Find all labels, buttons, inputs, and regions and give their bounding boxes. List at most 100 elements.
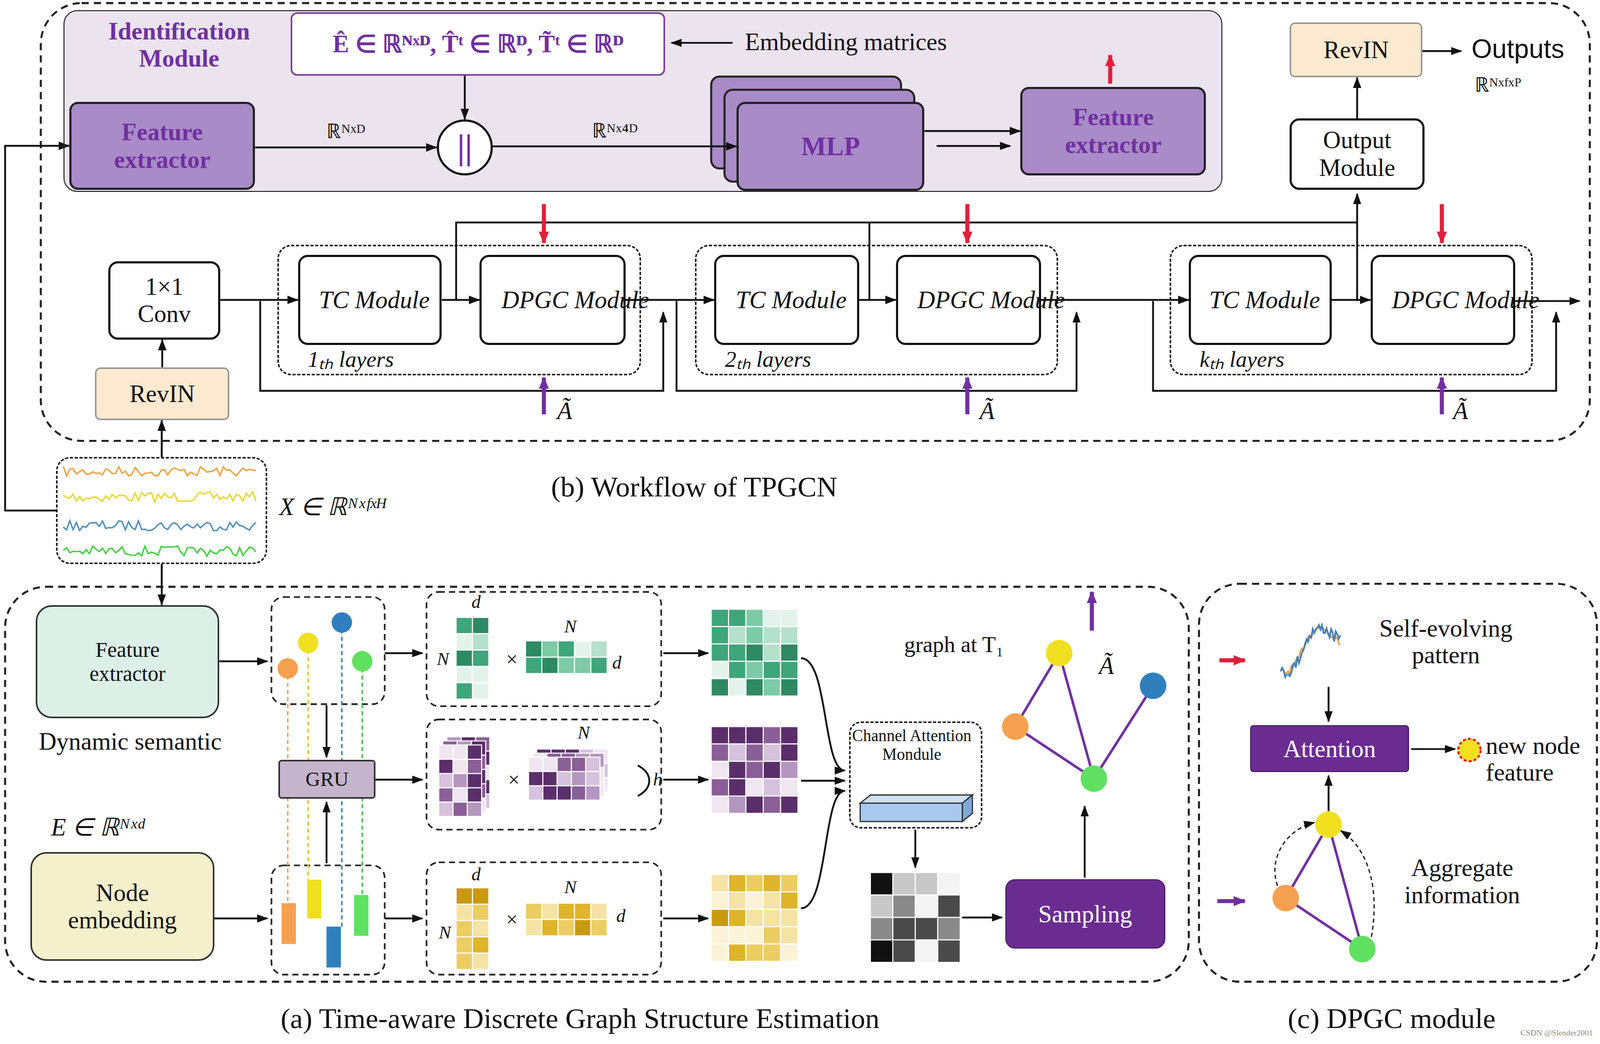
matrix-cell (728, 609, 747, 628)
node-label: 1×1 Conv (123, 273, 206, 328)
caption: (b) Workflow of TPGCN (550, 471, 838, 503)
dashed-frame (426, 719, 662, 830)
matrix-cell (558, 919, 575, 936)
matrix-cell (585, 771, 600, 787)
matrix-cell (590, 919, 608, 936)
matrix-cell (870, 872, 893, 895)
matrix-cell (571, 771, 586, 787)
flow-connector (5, 146, 70, 511)
signal-trace (63, 521, 256, 532)
matrix-cell (780, 744, 799, 762)
matrix-cell (780, 909, 799, 927)
graph-node (1272, 884, 1300, 912)
node-label: Feature extractor (61, 637, 195, 686)
matrix-cell (780, 796, 799, 814)
embedding-box: Ê ∈ ℝᴺˣᴰ, T̂ᵗ ∈ ℝᴰ, T̃ᵗ ∈ ℝᴰ (290, 12, 666, 76)
graph-edge (1093, 685, 1154, 779)
matrix-cell (763, 644, 781, 662)
matrix-cell (763, 626, 781, 645)
matrix-cell (467, 759, 482, 774)
matrix-cell (571, 757, 586, 772)
matrix-cell (711, 726, 730, 745)
norm-box: RevIN (94, 367, 230, 421)
dimension-label: N (564, 877, 577, 898)
graph-node (1080, 765, 1108, 792)
matrix-cell (728, 874, 747, 893)
matrix-cell (728, 778, 747, 797)
node-label: kₜₕ layers (1199, 346, 1285, 372)
node-label: 1ₜₕ layers (307, 346, 394, 372)
matrix-cell (780, 874, 799, 893)
dimension-label: h (652, 769, 662, 790)
dimension-label: d (471, 592, 481, 613)
matrix-cell (728, 926, 747, 945)
flow-arrow (1356, 194, 1358, 302)
process-box: DPGC Module (896, 254, 1042, 345)
flow-arrow (868, 222, 870, 300)
matrix-cell (915, 872, 938, 895)
flow-connector (160, 564, 163, 606)
math-label: Ã (557, 397, 573, 426)
process-box: TC Module (298, 254, 443, 345)
matrix-cell (557, 757, 572, 772)
matrix-cell (525, 641, 542, 658)
flow-connector (254, 146, 437, 149)
flow-arrow (1327, 776, 1330, 812)
matrix-cell (456, 953, 473, 971)
panel-outline (5, 587, 1189, 983)
matrix-cell (438, 788, 454, 803)
flow-arrow (801, 658, 845, 772)
matrix-cell (780, 761, 799, 780)
matrix-cell (728, 678, 747, 697)
matrix-cell (472, 617, 490, 635)
embedding-bar (354, 895, 369, 937)
pattern-trace (1280, 628, 1341, 675)
node-label: X ∈ ℝᴺˣᶠˣᴴ (278, 493, 385, 521)
matrix-cell (763, 726, 781, 745)
matrix-cell (780, 778, 799, 797)
operator-symbol: × (506, 908, 518, 931)
matrix-cell (574, 657, 591, 675)
node-label: Output Module (1300, 126, 1413, 182)
norm-box: RevIN (1289, 22, 1423, 78)
dashed-frame (271, 592, 662, 975)
matrix-cell (542, 771, 558, 787)
generated-figure (63, 466, 1341, 971)
matrix-cell (728, 909, 747, 927)
red-arrow (1440, 204, 1445, 244)
matrix-cell (892, 895, 916, 918)
process-box: Feature extractor (1020, 86, 1206, 176)
flow-arrow (325, 705, 328, 758)
math-label: Ã (1099, 652, 1115, 680)
matrix-cell (728, 626, 747, 645)
matrix-cell (937, 895, 960, 918)
matrix-cell (472, 634, 490, 651)
matrix-cell (728, 944, 747, 962)
process-box: GRU (278, 760, 376, 799)
process-box: Sampling (1005, 879, 1166, 949)
operator-symbol: × (506, 648, 518, 671)
flow-arrow (801, 790, 845, 909)
matrix-cell (915, 940, 938, 963)
matrix-cell (590, 641, 608, 658)
matrix-cell (711, 626, 730, 645)
graph-edge (1285, 898, 1363, 950)
node-label: DPGC Module (1392, 286, 1494, 314)
node-label: || (457, 128, 473, 167)
dimension-label: d (471, 864, 481, 885)
flow-connector (161, 339, 164, 368)
matrix-cell (937, 917, 960, 941)
signal-trace (63, 492, 256, 503)
purple-arrow (541, 377, 547, 415)
matrix-cell (452, 759, 468, 774)
matrix-cell (746, 874, 764, 893)
embedding-bar (326, 926, 341, 968)
matrix-cell (870, 917, 893, 941)
matrix-cell (937, 940, 960, 963)
node-label: TC Module (735, 286, 838, 314)
matrix-cell (557, 786, 572, 801)
flow-arrow (801, 779, 845, 782)
matrix-cell (780, 661, 799, 679)
node-label: Node embedding (51, 879, 195, 935)
matrix-cell (590, 657, 608, 675)
